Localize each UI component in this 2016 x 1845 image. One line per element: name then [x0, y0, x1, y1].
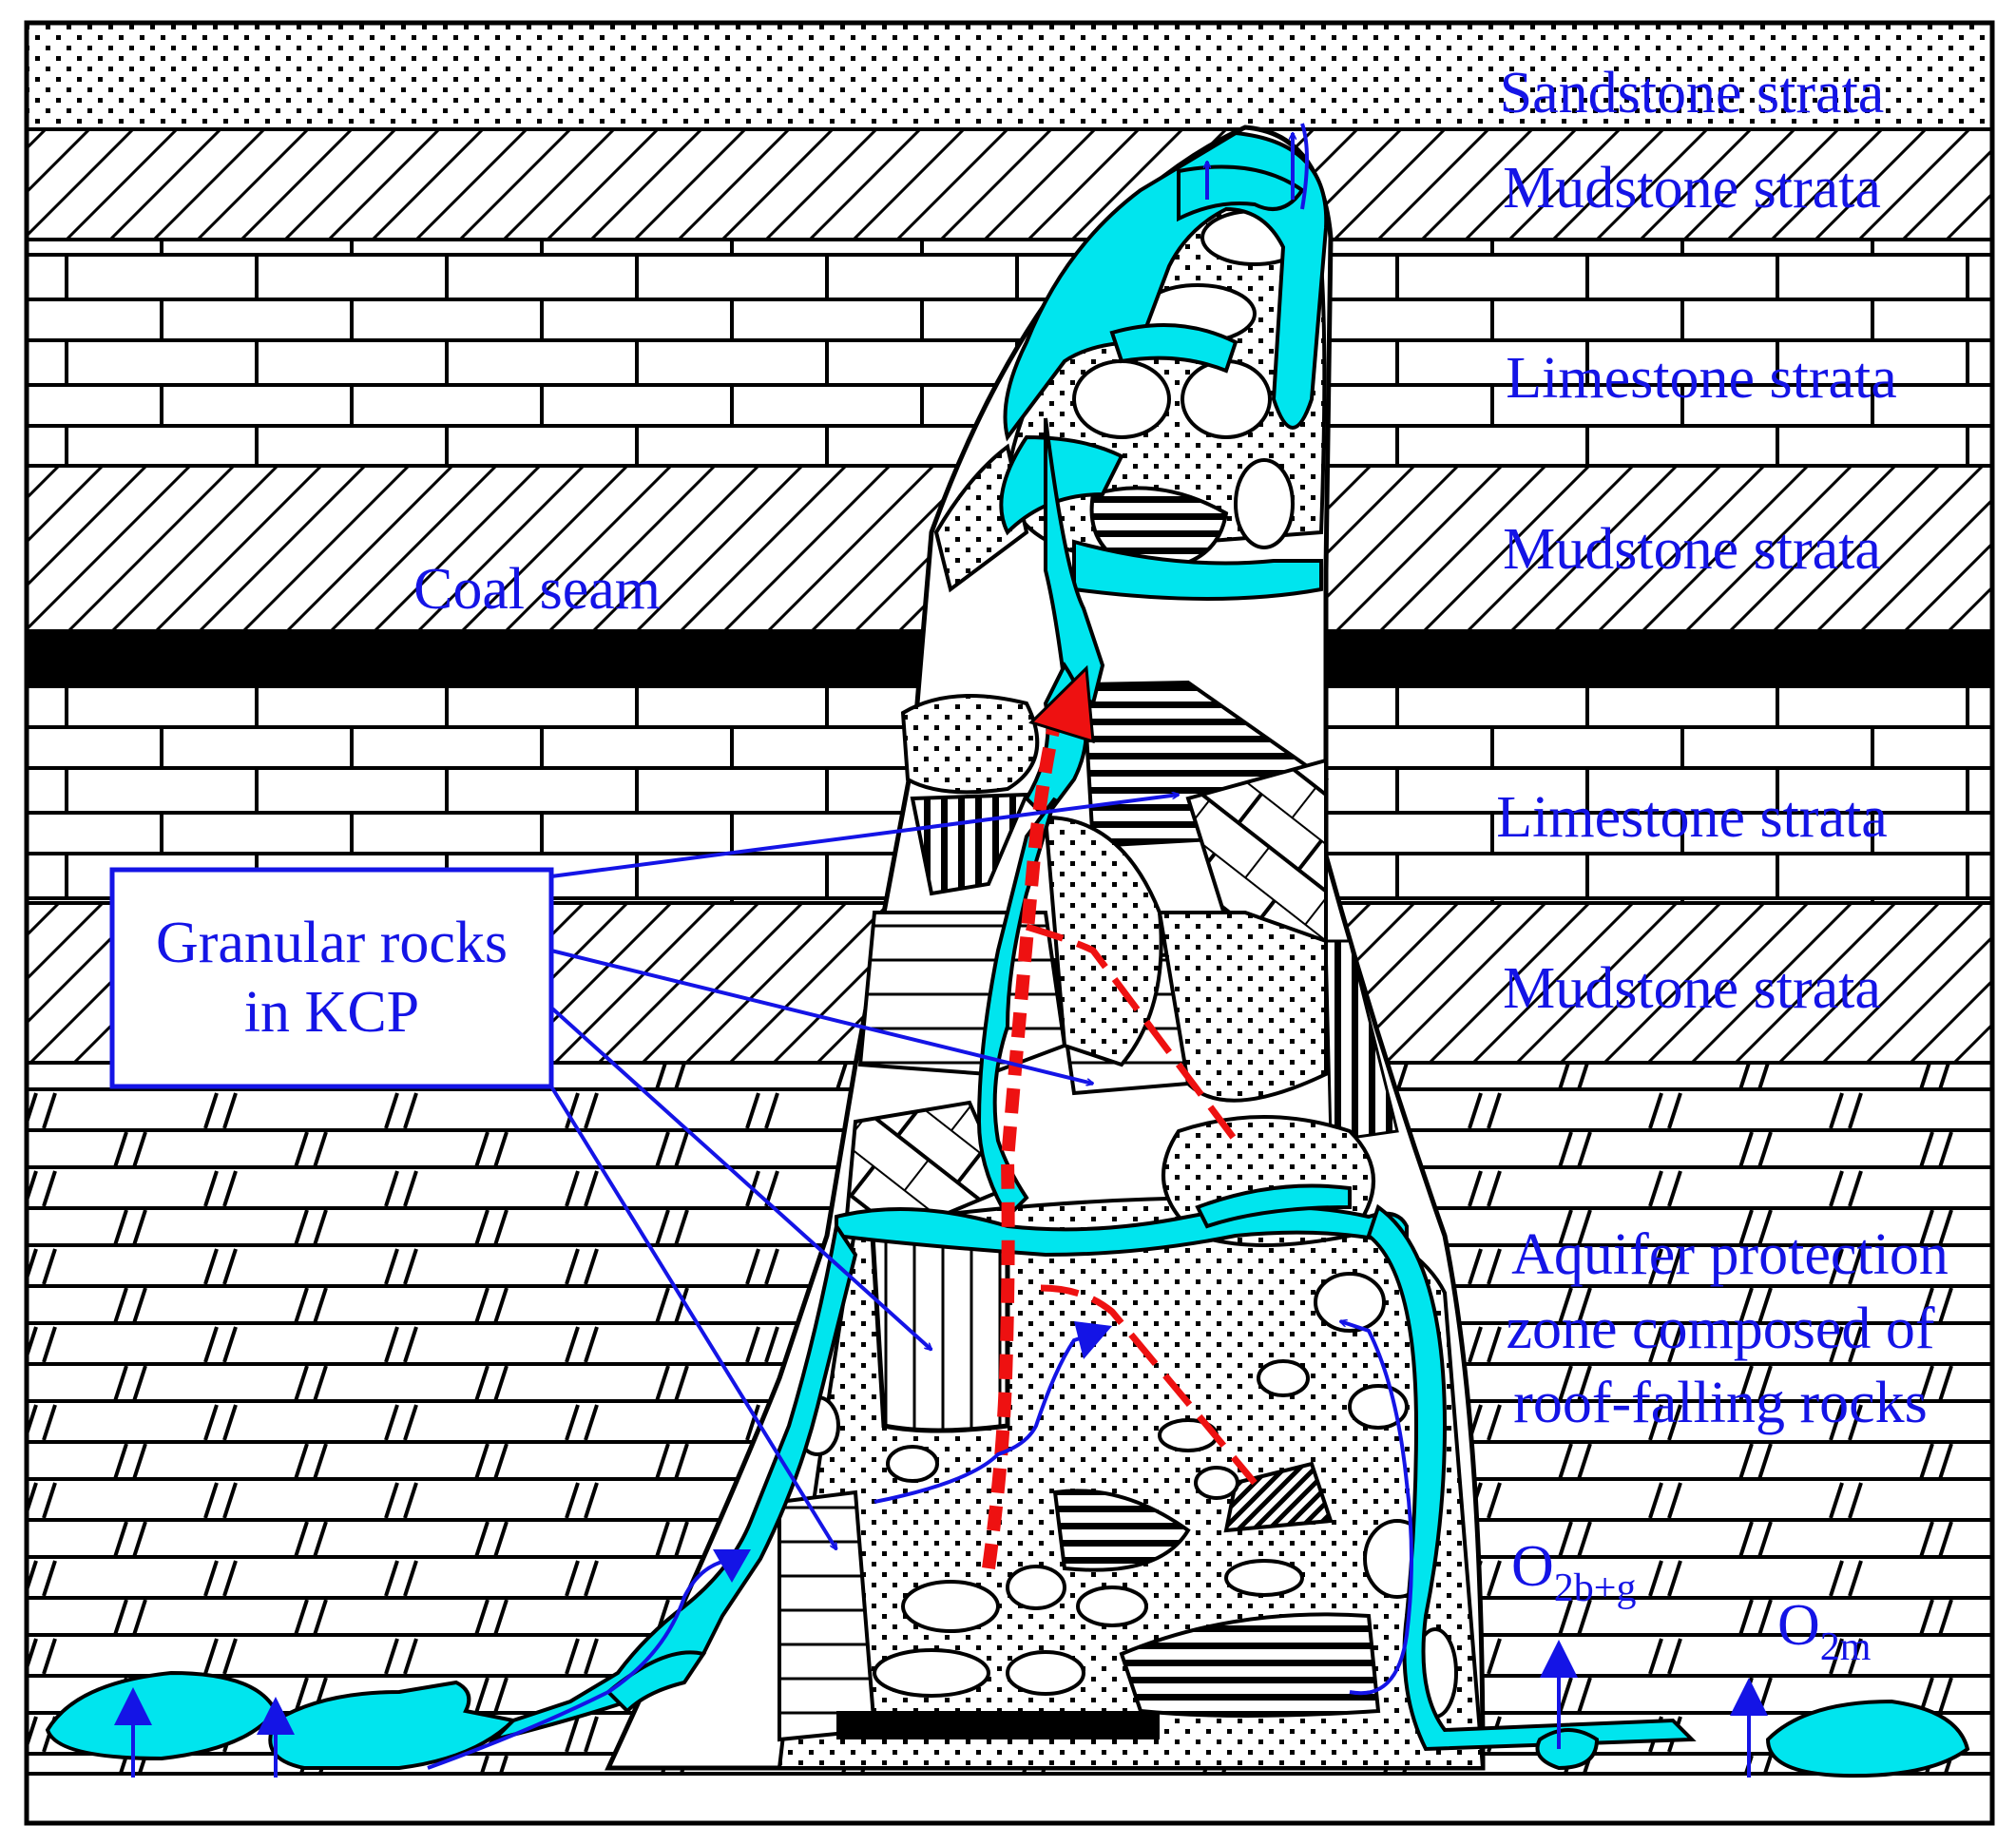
- hstripe-upper-oval: [1089, 486, 1229, 573]
- vstripe-tall-block: [870, 1230, 1010, 1433]
- callout-text-line1: Granular rocks: [156, 911, 508, 975]
- granular-rocks-callout: Granular rocks in KCP: [109, 795, 1179, 1549]
- base-rock: [27, 1774, 1992, 1823]
- vstripe-strip-right: [1324, 939, 1399, 1143]
- aquifer-lens-right-small: [1535, 1728, 1600, 1771]
- callout-box: [109, 867, 554, 1089]
- label-o2m: O2m: [1777, 1593, 1872, 1669]
- mudstone-stratum-upper: [27, 129, 1992, 240]
- rock-left-oval: [900, 694, 1040, 795]
- red-branch-lower: [1040, 1284, 1258, 1486]
- label-limestone-lower: Limestone strata: [1496, 785, 1887, 850]
- label-o2m-main: O: [1777, 1593, 1820, 1658]
- collapse-pillar: [45, 123, 1970, 1778]
- label-aquifer-line1: Aquifer protection: [1511, 1222, 1949, 1287]
- hstripe-lower-blob: [1052, 1489, 1191, 1572]
- red-flow-path: [982, 664, 1258, 1569]
- label-aquifer-line3: roof-falling rocks: [1513, 1371, 1928, 1435]
- label-mudstone-lower: Mudstone strata: [1503, 956, 1881, 1021]
- aquifer-lens-right: [1765, 1699, 1970, 1778]
- label-sandstone: Sandstone strata: [1500, 61, 1885, 125]
- label-o2bg-main: O: [1511, 1534, 1554, 1599]
- sandstone-stratum: [27, 23, 1992, 129]
- callout-text-line2: in KCP: [244, 980, 419, 1045]
- label-o2bg-sub: 2b+g: [1554, 1566, 1637, 1610]
- label-mudstone-middle: Mudstone strata: [1503, 517, 1881, 582]
- label-o2bg: O2b+g: [1511, 1534, 1636, 1610]
- aquifer-lens-center-left: [268, 1680, 518, 1770]
- label-mudstone-upper: Mudstone strata: [1503, 156, 1881, 221]
- red-branch-upper: [1025, 923, 1238, 1144]
- label-aquifer-line2: zone composed of: [1506, 1297, 1934, 1361]
- bottom-dark-slab: [836, 1711, 1160, 1739]
- label-limestone-upper: Limestone strata: [1506, 346, 1896, 411]
- hstripe-lower-right: [1119, 1612, 1381, 1718]
- label-o2m-sub: 2m: [1820, 1625, 1872, 1669]
- hlines-lower-left-wedge: [778, 1489, 877, 1742]
- strata-labels: Sandstone strata Mudstone strata Limesto…: [413, 61, 1949, 1669]
- water-paths: [45, 130, 1970, 1778]
- blue-arrowheads-filled: [114, 1321, 1768, 1735]
- label-coal-seam: Coal seam: [413, 557, 661, 622]
- diagram-frame: [24, 20, 1995, 1826]
- red-arrowhead: [1028, 664, 1095, 744]
